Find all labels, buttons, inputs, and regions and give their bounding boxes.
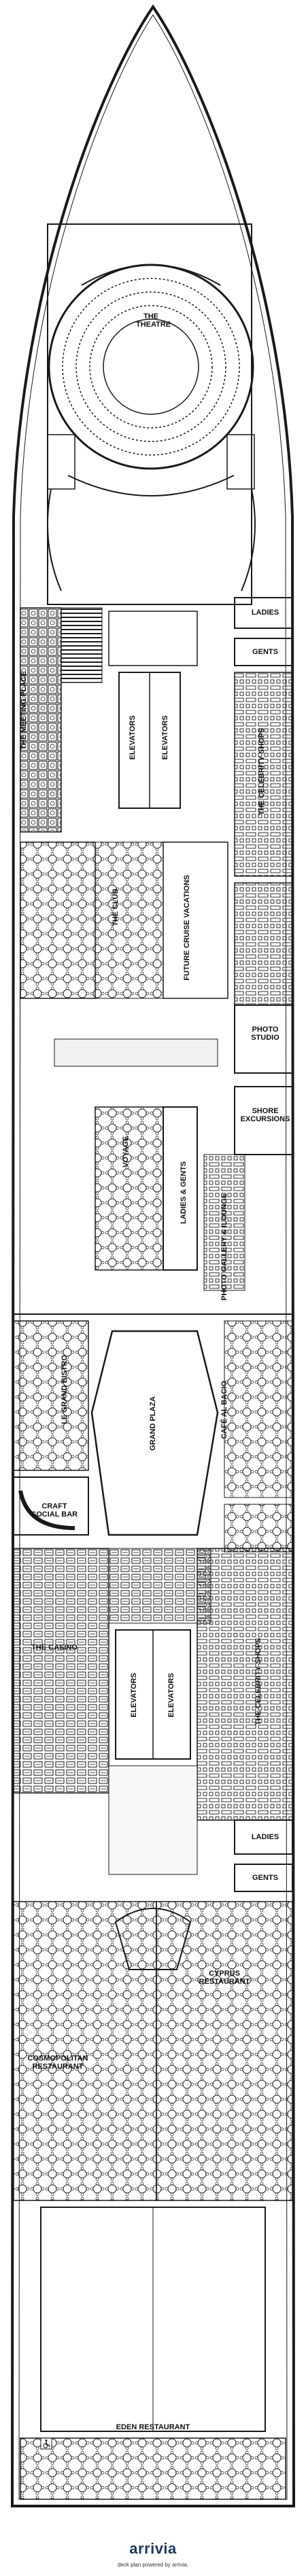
label-photo-studio: PHOTO STUDIO [251, 1026, 279, 1042]
label-ladies-gents-mid: LADIES & GENTS [180, 1161, 188, 1224]
label-celebrity-shops-aft: THE CELEBRITY SHOPS [254, 1637, 262, 1726]
grand-plaza-area [90, 1330, 219, 1536]
arrivia-logo: arrivia [0, 2540, 306, 2558]
label-the-club: THE CLUB [112, 888, 120, 926]
label-eden-restaurant: EDEN RESTAURANT [116, 2423, 190, 2431]
label-cyprus-restaurant: CYPRUS RESTAURANT [199, 1970, 250, 1986]
label-ladies-fwd: LADIES [251, 609, 279, 617]
label-elevators-fwd-1: ELEVATORS [129, 715, 137, 760]
label-elevators-fwd-2: ELEVATORS [161, 715, 169, 760]
label-celebrity-shops-fwd: THE CELEBRITY SHOPS [258, 727, 266, 816]
label-craft-social-bar: CRAFT SOCIAL BAR [31, 1502, 78, 1519]
meeting-place-area [20, 607, 62, 833]
label-voyage: VOYAGE [122, 1136, 130, 1168]
label-future-cruise-vacations: FUTURE CRUISE VACATIONS [183, 875, 191, 981]
label-elevators-aft-1: ELEVATORS [130, 1673, 138, 1718]
label-elevators-aft-2: ELEVATORS [167, 1673, 175, 1718]
label-the-meeting-place: THE MEETING PLACE [20, 671, 28, 750]
label-ladies-aft: LADIES [251, 1833, 279, 1841]
label-gents-aft: GENTS [252, 1874, 278, 1882]
eden-restaurant-area [20, 2437, 286, 2500]
cosmopolitan-restaurant-area [13, 1901, 157, 2201]
label-the-theatre: THE THEATRE [136, 312, 171, 329]
casino-area [13, 1548, 109, 1794]
label-cafe-al-bacio: CAFÉ AL BACIO [220, 1381, 228, 1439]
label-the-casino: THE CASINO [31, 1644, 78, 1652]
label-gents-fwd: GENTS [252, 648, 278, 656]
theatre [47, 223, 256, 605]
powered-by-text: deck plan powered by arrivia. [117, 2562, 189, 2568]
wheelchair-icon [40, 2437, 52, 2450]
cyprus-restaurant-area [156, 1901, 293, 2201]
label-le-grand-bistro: LE GRAND BISTRO [61, 1354, 69, 1425]
label-grand-plaza: GRAND PLAZA [149, 1396, 157, 1451]
le-grand-bistro-area [13, 1320, 89, 1471]
label-shore-excursions: SHORE EXCURSIONS [240, 1107, 290, 1123]
brand-text: arrivia [129, 2540, 177, 2557]
label-cosmopolitan-restaurant: COSMOPOLITAN RESTAURANT [27, 2054, 88, 2071]
label-photo-gallery-ilounge: PHOTO GALLERY & iLOUNGE [220, 1193, 228, 1301]
